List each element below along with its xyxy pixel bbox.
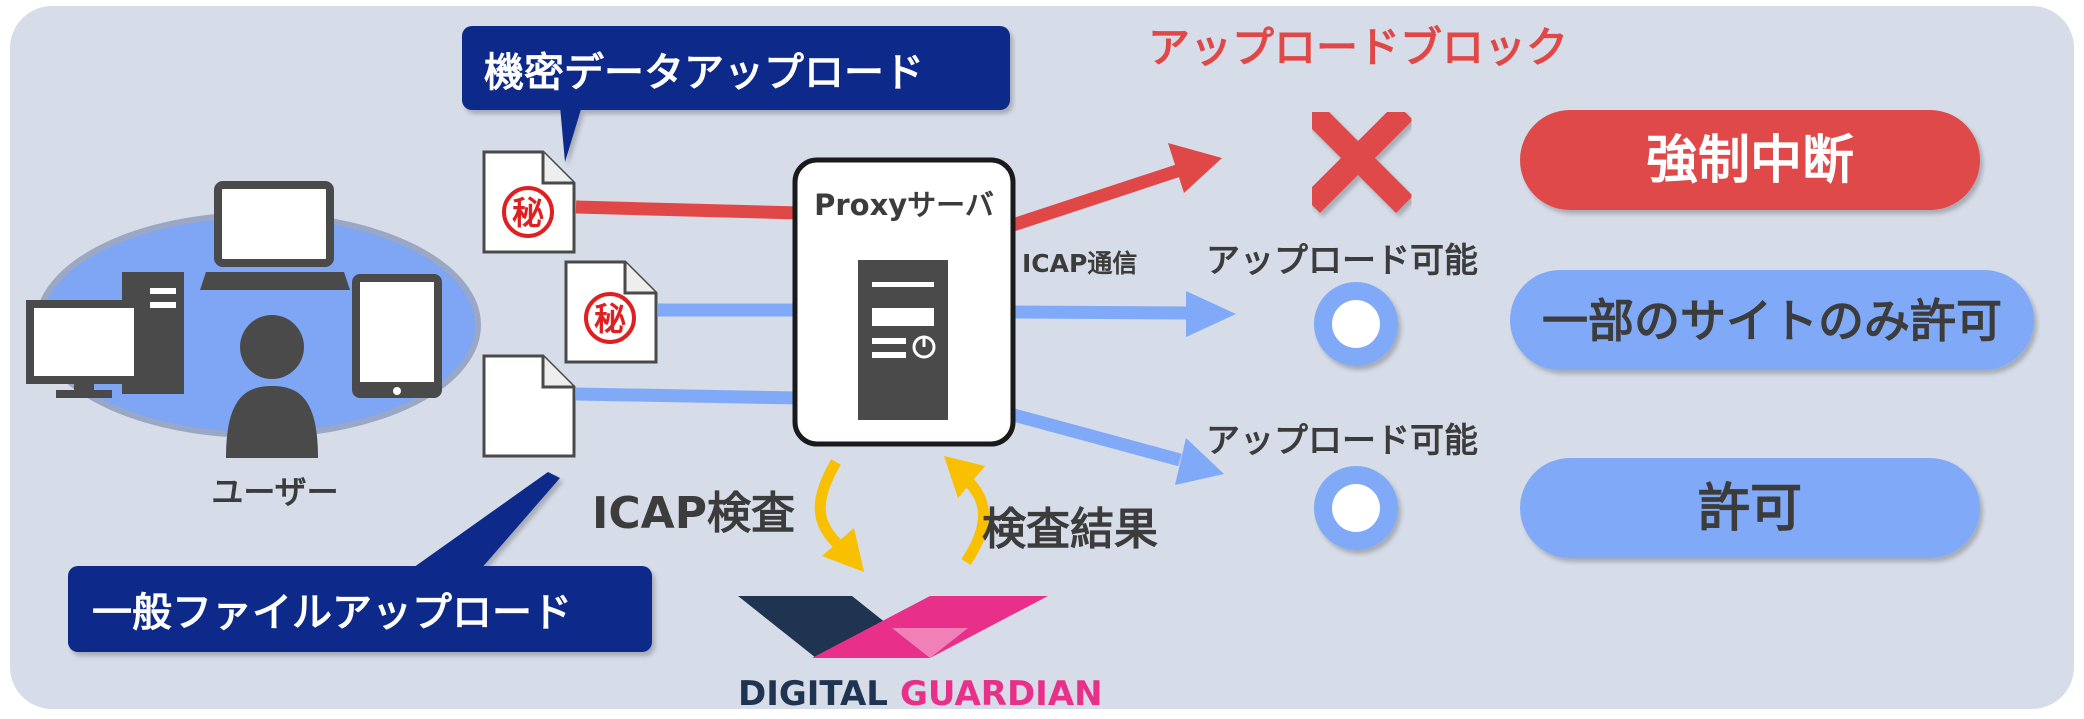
- secret-upload-callout-text: 機密データアップロード: [484, 50, 924, 96]
- upload-possible-heading-1: アップロード可能: [1206, 241, 1478, 281]
- allow-arrow-1: [1009, 291, 1236, 337]
- icap-inspect-label: ICAP検査: [592, 488, 795, 539]
- block-x-icon: [1303, 103, 1413, 213]
- red-upload-line: [575, 200, 801, 220]
- logo-digital-text: DIGITAL: [738, 674, 888, 714]
- allow-text: 許可: [1698, 479, 1802, 539]
- circle-ok-icon-1: [1314, 282, 1398, 366]
- force-stop-text: 強制中断: [1646, 131, 1854, 191]
- upload-possible-heading-2: アップロード可能: [1206, 421, 1478, 461]
- monitor-icon: [26, 300, 142, 398]
- general-upload-callout: [68, 472, 652, 652]
- secret-file-icon: 秘: [482, 150, 576, 254]
- logo-guardian-text: GUARDIAN: [900, 674, 1103, 714]
- partial-allow-text: 一部のサイトのみ許可: [1542, 294, 2002, 348]
- secret-seal-text-2: 秘: [594, 300, 626, 338]
- person-icon: [226, 315, 318, 458]
- allow-arrow-2: [1008, 407, 1224, 485]
- user-devices-group: [26, 181, 481, 458]
- upload-block-heading: アップロードブロック: [1148, 23, 1568, 72]
- general-upload-callout-text: 一般ファイルアップロード: [92, 590, 572, 636]
- blue-upload-line-2: [575, 387, 801, 405]
- user-label: ユーザー: [211, 473, 338, 511]
- proxy-server: Proxyサーバ: [792, 157, 1016, 447]
- icap-inspect-arrow: [814, 459, 864, 572]
- force-stop-pill: [1520, 110, 1980, 210]
- inspect-result-label: 検査結果: [982, 504, 1158, 555]
- digital-guardian-logo: DIGITAL GUARDIAN: [738, 596, 1103, 714]
- secret-file-icon-2: 秘: [564, 260, 658, 364]
- circle-ok-icon-2: [1314, 466, 1398, 550]
- tablet-icon: [352, 274, 442, 398]
- block-arrow: [1007, 143, 1222, 233]
- icap-comm-label: ICAP通信: [1022, 249, 1137, 278]
- general-file-icon: [482, 354, 576, 458]
- partial-allow-pill: [1510, 270, 2034, 370]
- secret-seal-text: 秘: [512, 194, 544, 232]
- inspect-result-arrow: [944, 456, 989, 566]
- server-icon: [858, 260, 948, 420]
- secret-upload-callout: [462, 26, 1010, 162]
- allow-pill: [1520, 458, 1980, 558]
- laptop-icon: [200, 181, 350, 290]
- proxy-title: Proxyサーバ: [814, 188, 994, 222]
